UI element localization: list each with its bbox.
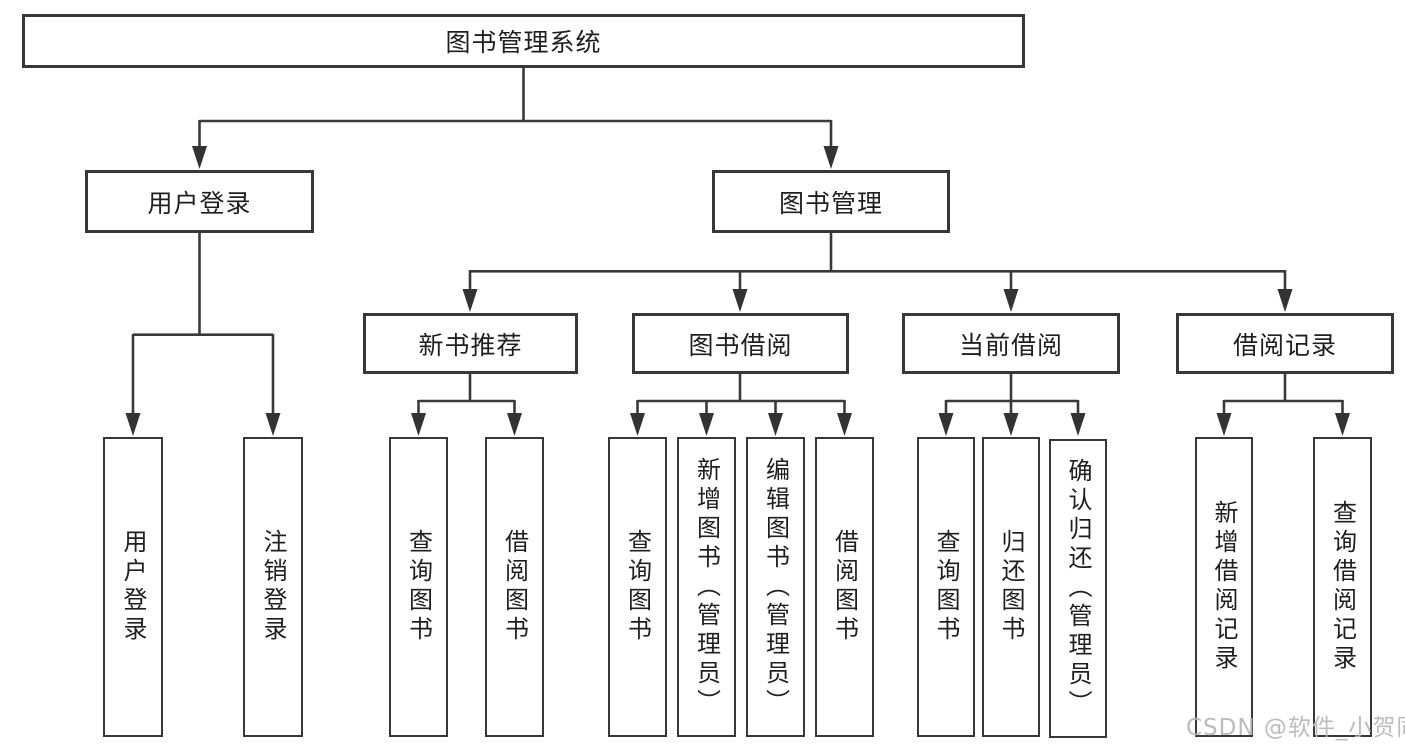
arrowhead [823,146,839,169]
arrowhead [1335,413,1350,436]
arrowhead [699,413,714,436]
leaf-edit-books-admin: 编辑图书（管理员） [746,437,805,737]
node-book-management: 图书管理 [712,170,950,233]
arrowhead [732,289,748,312]
arrowhead [1003,289,1019,312]
node-library-system: 图书管理系统 [22,14,1025,68]
arrowhead [265,413,281,436]
leaf-borrow-books: 借阅图书 [815,437,874,737]
leaf-query-books-recommend: 查询图书 [389,437,448,737]
leaf-add-books-admin: 新增图书（管理员） [677,437,736,737]
arrowhead [507,413,522,436]
leaf-user-login: 用户登录 [103,437,163,737]
arrowhead [411,413,426,436]
node-borrow-records: 借阅记录 [1176,313,1394,374]
arrowhead [837,413,852,436]
arrowhead [192,146,207,169]
arrowhead [1003,413,1019,436]
arrowhead [938,413,954,436]
leaf-borrow-books-recommend: 借阅图书 [485,437,544,737]
leaf-return-books: 归还图书 [982,437,1040,737]
leaf-query-borrow-record: 查询借阅记录 [1313,437,1372,737]
arrowhead [462,289,478,312]
node-new-book-recommend: 新书推荐 [363,313,578,374]
leaf-confirm-return-admin: 确认归还（管理员） [1049,439,1107,738]
node-user-login: 用户登录 [85,170,314,233]
leaf-query-books: 查询图书 [608,437,667,737]
leaf-query-books-current: 查询图书 [917,437,975,737]
node-current-borrow: 当前借阅 [902,313,1120,374]
node-book-borrow: 图书借阅 [632,313,849,374]
csdn-watermark: CSDN @软件_小贺同学 [1186,715,1405,741]
arrowhead [1070,413,1086,436]
arrowhead [125,413,141,436]
arrowhead [630,413,645,436]
leaf-logout: 注销登录 [243,437,303,737]
arrowhead [1216,413,1232,436]
leaf-add-borrow-record: 新增借阅记录 [1195,437,1253,737]
arrowhead [1277,289,1293,312]
arrowhead [768,413,783,436]
